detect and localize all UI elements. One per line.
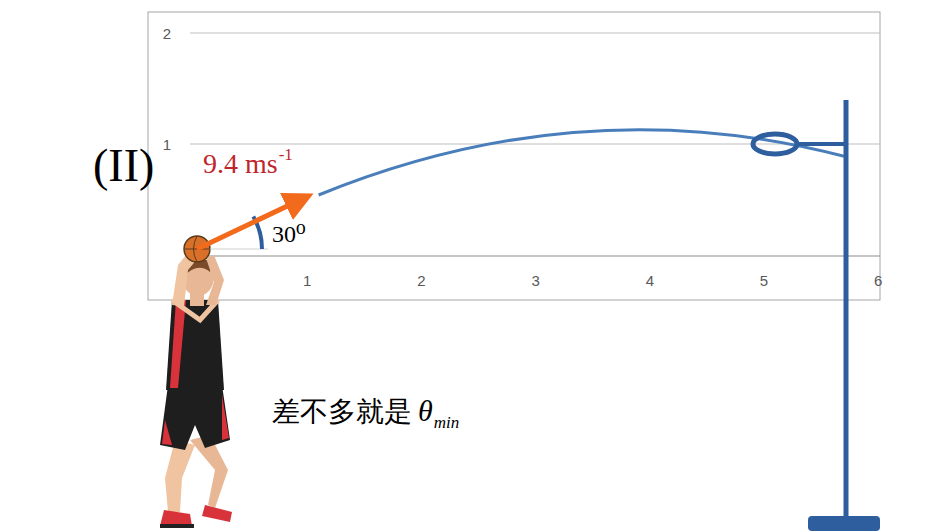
hoop-pole [844,100,849,522]
hoop-ring [753,134,797,154]
unit-exponent: -1 [279,146,293,163]
panel-label: (II) [93,143,154,189]
chart-frame [148,12,880,300]
gridline [190,144,880,145]
x-tick: 5 [760,273,768,288]
x-tick: 1 [303,273,311,288]
speed-value: 9.4 ms [203,150,278,178]
hoop-bracket [797,142,846,146]
basketball-player [160,250,232,528]
x-tick: 3 [531,273,539,288]
x-tick: 4 [646,273,654,288]
horizontal-reference [210,249,268,250]
y-tick: 1 [163,137,171,152]
theta-symbol: θ [418,396,433,426]
y-tick: 2 [163,26,171,41]
trajectory-curve [319,130,844,195]
angle-value: 30⁰ [272,222,306,246]
x-axis [190,256,880,257]
x-tick: 6 [874,273,882,288]
subscript: min [434,414,460,431]
note-text: 差不多就是 [272,398,412,426]
gridline [190,33,880,34]
hoop-base [808,516,880,531]
x-tick: 2 [417,273,425,288]
